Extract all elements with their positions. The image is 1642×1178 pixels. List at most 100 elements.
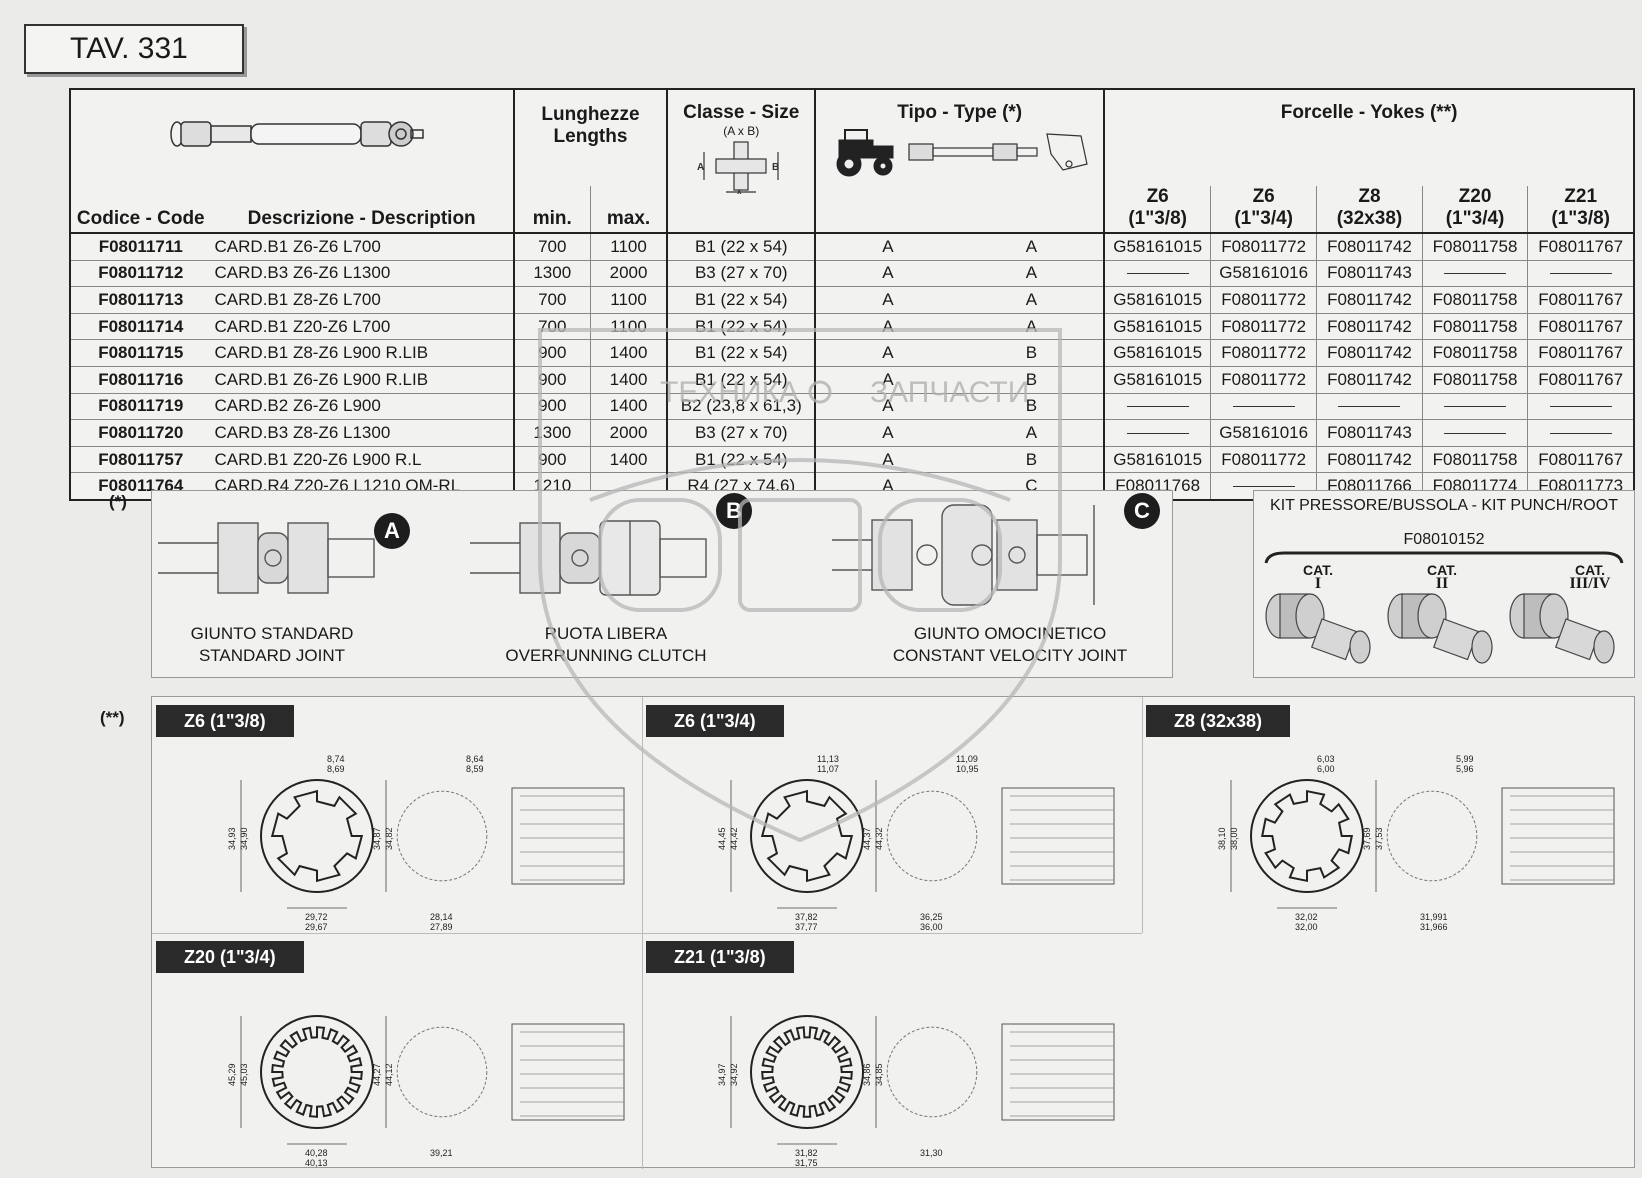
yoke-code: G58161015 xyxy=(1103,339,1211,367)
type-implement-side: A xyxy=(959,313,1105,341)
type-tractor-side: A xyxy=(814,446,960,474)
part-description: CARD.B1 Z20-Z6 L900 R.L xyxy=(210,446,514,474)
type-tractor-side: A xyxy=(814,419,960,447)
length-max: 2000 xyxy=(589,419,668,447)
size-class: B1 (22 x 54) xyxy=(666,313,816,341)
length-min: 1300 xyxy=(512,260,591,288)
hub-outer-circle xyxy=(1250,779,1364,893)
type-tractor-side: A xyxy=(814,366,960,394)
type-tractor-side: A xyxy=(814,286,960,314)
size-class: B1 (22 x 54) xyxy=(666,233,816,261)
dim-shaft-tooth-max: 11,09 xyxy=(956,754,978,764)
type-tractor-side: A xyxy=(814,393,960,421)
size-class: B3 (27 x 70) xyxy=(666,260,816,288)
part-description: CARD.B1 Z8-Z6 L900 R.LIB xyxy=(210,339,514,367)
joint-badge-c: C xyxy=(1124,493,1160,529)
shaft-side-view xyxy=(511,1023,625,1121)
yoke-code: F08011772 xyxy=(1210,233,1317,261)
spline-profile xyxy=(271,1026,363,1118)
yoke-code: F08011758 xyxy=(1421,366,1528,394)
dim-outer-min: 34,90 xyxy=(239,827,249,850)
dim-shaft-outer-min: 34,82 xyxy=(384,827,394,850)
dim-inner-min: 40,13 xyxy=(305,1158,328,1167)
length-max: 1400 xyxy=(589,393,668,421)
dim-outer-max: 34,93 xyxy=(227,827,237,850)
joint-badge-b: B xyxy=(716,493,752,529)
dim-shaft-inner-min: 36,00 xyxy=(920,922,943,931)
yoke-code: F08011742 xyxy=(1316,233,1423,261)
type-implement-side: B xyxy=(959,366,1105,394)
part-code: F08011711 xyxy=(70,233,211,261)
kit-code: F08010152 xyxy=(1403,531,1485,548)
hub-outer-circle xyxy=(260,1015,374,1129)
length-min: 700 xyxy=(512,286,591,314)
length-min: 1300 xyxy=(512,419,591,447)
yoke-code xyxy=(1527,393,1634,421)
dim-inner-max: 32,02 xyxy=(1295,912,1318,922)
dim-inner-min: 32,00 xyxy=(1295,922,1318,931)
length-max: 1100 xyxy=(589,286,668,314)
kit-bracket-icon xyxy=(1264,551,1624,564)
empty-dash xyxy=(1126,273,1189,275)
svg-text:A: A xyxy=(697,162,704,173)
kit-title: KIT PRESSORE/BUSSOLA - KIT PUNCH/ROOT xyxy=(1270,497,1618,514)
lengths-header: Lunghezze xyxy=(541,104,640,125)
type-implement-side: B xyxy=(959,339,1105,367)
yoke-code: F08011742 xyxy=(1316,366,1423,394)
yoke-code xyxy=(1421,419,1528,447)
yoke-code xyxy=(1421,393,1528,421)
tractor-shaft-icon xyxy=(836,129,1088,177)
dim-tooth-max: 11,13 xyxy=(817,754,839,764)
dim-outer-max: 34,97 xyxy=(717,1063,727,1086)
dim-shaft-inner-max: 28,14 xyxy=(430,912,453,922)
length-max: 1100 xyxy=(589,233,668,261)
type-implement-side: A xyxy=(959,286,1105,314)
dim-outer-max: 45,29 xyxy=(227,1063,237,1086)
length-min: 900 xyxy=(512,339,591,367)
dim-outer-max: 44,45 xyxy=(717,827,727,850)
yoke-code: F08011772 xyxy=(1210,446,1317,474)
dim-shaft-inner-max: 36,25 xyxy=(920,912,943,922)
kit-cat-2: CAT.II xyxy=(1426,562,1458,592)
part-code: F08011715 xyxy=(70,339,211,367)
empty-dash xyxy=(1549,273,1612,275)
kit-cat-3: CAT.III/IV xyxy=(1569,562,1611,592)
dim-shaft-inner-max: 31,30 xyxy=(920,1148,943,1158)
type-tractor-side: A xyxy=(814,339,960,367)
length-max: 1100 xyxy=(589,313,668,341)
dim-shaft-tooth-max: 8,64 xyxy=(466,754,484,764)
dim-shaft-outer-max: 44,37 xyxy=(862,827,872,850)
yoke-code: G58161015 xyxy=(1103,313,1211,341)
max-header: max. xyxy=(589,186,668,233)
yoke-code: G58161016 xyxy=(1210,419,1317,447)
size-class: B1 (22 x 54) xyxy=(666,366,816,394)
dim-shaft-tooth-min: 5,96 xyxy=(1456,764,1474,774)
constant-velocity-joint-illustration xyxy=(832,504,1095,606)
yoke-code: G58161015 xyxy=(1103,233,1211,261)
part-code: F08011719 xyxy=(70,393,211,421)
dim-tooth-min: 8,69 xyxy=(327,764,345,774)
part-code: F08011757 xyxy=(70,446,211,474)
dim-shaft-inner-max: 31,991 xyxy=(1420,912,1448,922)
yoke-code: F08011742 xyxy=(1316,286,1423,314)
spline-tag: Z6 (1"3/8) xyxy=(156,705,294,737)
part-description: CARD.B1 Z6-Z6 L900 R.LIB xyxy=(210,366,514,394)
spline-tag: Z21 (1"3/8) xyxy=(646,941,794,973)
empty-dash xyxy=(1126,406,1189,408)
size-class: B1 (22 x 54) xyxy=(666,286,816,314)
dim-shaft-tooth-min: 10,95 xyxy=(956,764,979,774)
length-max: 1400 xyxy=(589,366,668,394)
dim-inner-max: 37,82 xyxy=(795,912,818,922)
empty-dash xyxy=(1232,406,1295,408)
dim-outer-max: 38,10 xyxy=(1217,827,1227,850)
spline-profile xyxy=(270,789,364,883)
shaft-illustration-cell xyxy=(70,89,514,186)
yoke-code xyxy=(1527,419,1634,447)
